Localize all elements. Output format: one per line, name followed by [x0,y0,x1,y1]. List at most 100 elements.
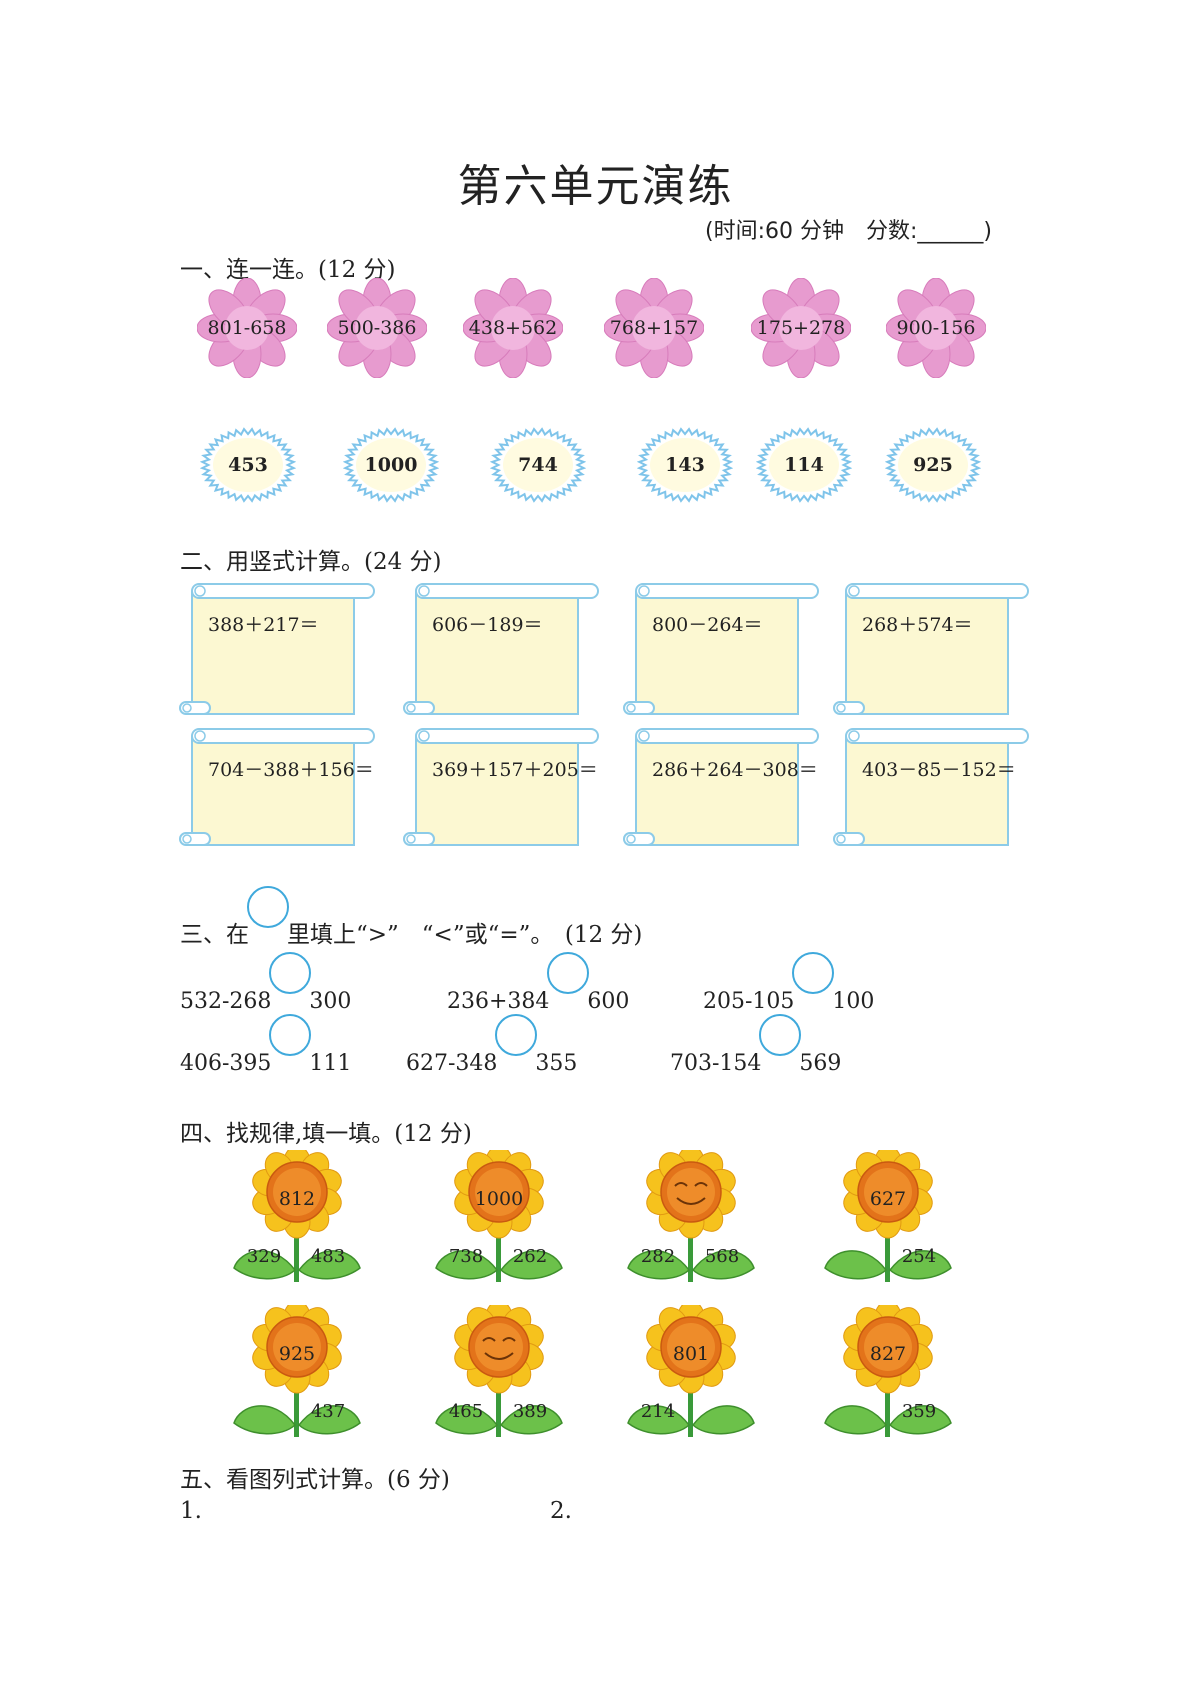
compare-left: 532-268 [180,989,272,1014]
compare-item-4: 406-395 111 [180,1014,352,1076]
section-4-heading: 四、找规律,填一填。(12 分) [180,1121,472,1147]
sunflower-2: 1000 738 262 [434,1150,564,1285]
flower-shape [886,278,986,378]
sun-badge-2[interactable]: 1000 [343,427,439,503]
compare-circle-6[interactable] [759,1014,802,1056]
flower-card-1[interactable]: 801-658 [197,278,297,378]
sun-shape [637,427,733,503]
sunflower-4: 627 254 [823,1150,953,1285]
sunflower-left-leaf-value[interactable]: 282 [640,1246,676,1267]
sunflower-1: 812 329 483 [232,1150,362,1285]
sun-badge-6[interactable]: 925 [885,427,981,503]
sunflower-shape [435,1305,563,1437]
sunflower-8: 827 359 [823,1305,953,1440]
scroll-shape [833,728,1029,846]
scroll-shape [833,583,1029,715]
sun-badge-1[interactable]: 453 [200,427,296,503]
section-3-heading-end: 里填上“>” “<”或“=”。 (12 分) [287,922,643,948]
sun-value: 143 [665,454,705,476]
flower-shape [463,278,563,378]
flower-card-2[interactable]: 500-386 [327,278,427,378]
compare-right: 600 [587,989,630,1014]
sunflower-right-leaf-value[interactable]: 359 [901,1401,937,1422]
compare-circle-5[interactable] [495,1014,538,1056]
sunflower-6: 465 389 [434,1305,564,1440]
sunflower-right-leaf-value[interactable]: 437 [310,1401,346,1422]
flower-card-3[interactable]: 438+562 [463,278,563,378]
sunflower-center-value[interactable]: 627 [869,1188,907,1210]
sunflower-center-value[interactable]: 827 [869,1343,907,1365]
compare-circle-2[interactable] [547,952,590,994]
sunflower-right-leaf-value[interactable]: 483 [310,1246,346,1267]
sun-value: 114 [784,454,824,476]
sun-shape [343,427,439,503]
compare-item-1: 532-268 300 [180,952,352,1014]
scroll-shape [179,728,375,846]
answer-circle [247,886,289,928]
scroll-shape [403,583,599,715]
sunflower-center-value[interactable]: 812 [278,1188,316,1210]
section-3-heading: 三、在 里填上“>” “<”或“=”。 (12 分) [180,886,643,949]
sunflower-center-value[interactable]: 1000 [474,1188,524,1210]
compare-circle-1[interactable] [269,952,312,994]
flower-expression: 900-156 [896,317,976,339]
sunflower-3: 282 568 [626,1150,756,1285]
sunflower-shape [233,1150,361,1282]
compare-left: 406-395 [180,1051,272,1076]
sunflower-left-leaf-value[interactable]: 329 [246,1246,282,1267]
sunflower-shape [435,1150,563,1282]
flower-card-4[interactable]: 768+157 [604,278,704,378]
sunflower-shape [627,1150,755,1282]
compare-item-5: 627-348 355 [406,1014,578,1076]
compare-right: 300 [309,989,352,1014]
compare-left: 236+384 [447,989,550,1014]
time-score-line: (时间:60 分钟 分数:______) [705,219,992,244]
sunflower-right-leaf-value[interactable]: 254 [901,1246,937,1267]
sunflower-5: 925 437 [232,1305,362,1440]
compare-right: 569 [799,1051,842,1076]
sunflower-left-leaf-value[interactable]: 214 [640,1401,676,1422]
sunflower-right-leaf-value[interactable]: 568 [704,1246,740,1267]
compare-right: 100 [832,989,875,1014]
section-2-heading: 二、用竖式计算。(24 分) [180,549,442,575]
sunflower-center-value[interactable]: 801 [672,1343,710,1365]
sunflower-7: 801 214 [626,1305,756,1440]
flower-card-6[interactable]: 900-156 [886,278,986,378]
flower-expression: 500-386 [337,317,417,339]
section-1-heading: 一、连一连。(12 分) [180,257,396,283]
flower-shape [751,278,851,378]
sunflower-right-leaf-value[interactable]: 262 [512,1246,548,1267]
flower-expression: 438+562 [468,317,558,339]
compare-right: 111 [309,1051,352,1076]
sunflower-shape [627,1305,755,1437]
sun-value: 925 [913,454,953,476]
sun-shape [490,427,586,503]
compare-item-6: 703-154 569 [670,1014,842,1076]
compare-circle-4[interactable] [269,1014,312,1056]
sun-badge-5[interactable]: 114 [756,427,852,503]
compare-right: 355 [535,1051,578,1076]
compare-circle-3[interactable] [792,952,835,994]
sunflower-shape [824,1150,952,1282]
flower-expression: 175+278 [756,317,846,339]
section-3-heading-start: 三、在 [180,922,249,948]
sun-badge-4[interactable]: 143 [637,427,733,503]
sun-shape [885,427,981,503]
sunflower-center-value[interactable]: 925 [278,1343,316,1365]
sun-value: 744 [518,454,558,476]
sunflower-left-leaf-value[interactable]: 738 [448,1246,484,1267]
scroll-expression: 606－189＝ [432,614,543,636]
sunflower-left-leaf-value[interactable]: 465 [448,1401,484,1422]
sun-shape [200,427,296,503]
scroll-shape [179,583,375,715]
flower-card-5[interactable]: 175+278 [751,278,851,378]
flower-shape [327,278,427,378]
compare-left: 627-348 [406,1051,498,1076]
sun-badge-3[interactable]: 744 [490,427,586,503]
scroll-shape [403,728,599,846]
scroll-expression: 403－85－152＝ [862,759,1016,781]
compare-left: 703-154 [670,1051,762,1076]
scroll-expression: 286＋264－308＝ [652,759,818,781]
compare-item-2: 236+384 600 [447,952,630,1014]
sunflower-right-leaf-value[interactable]: 389 [512,1401,548,1422]
